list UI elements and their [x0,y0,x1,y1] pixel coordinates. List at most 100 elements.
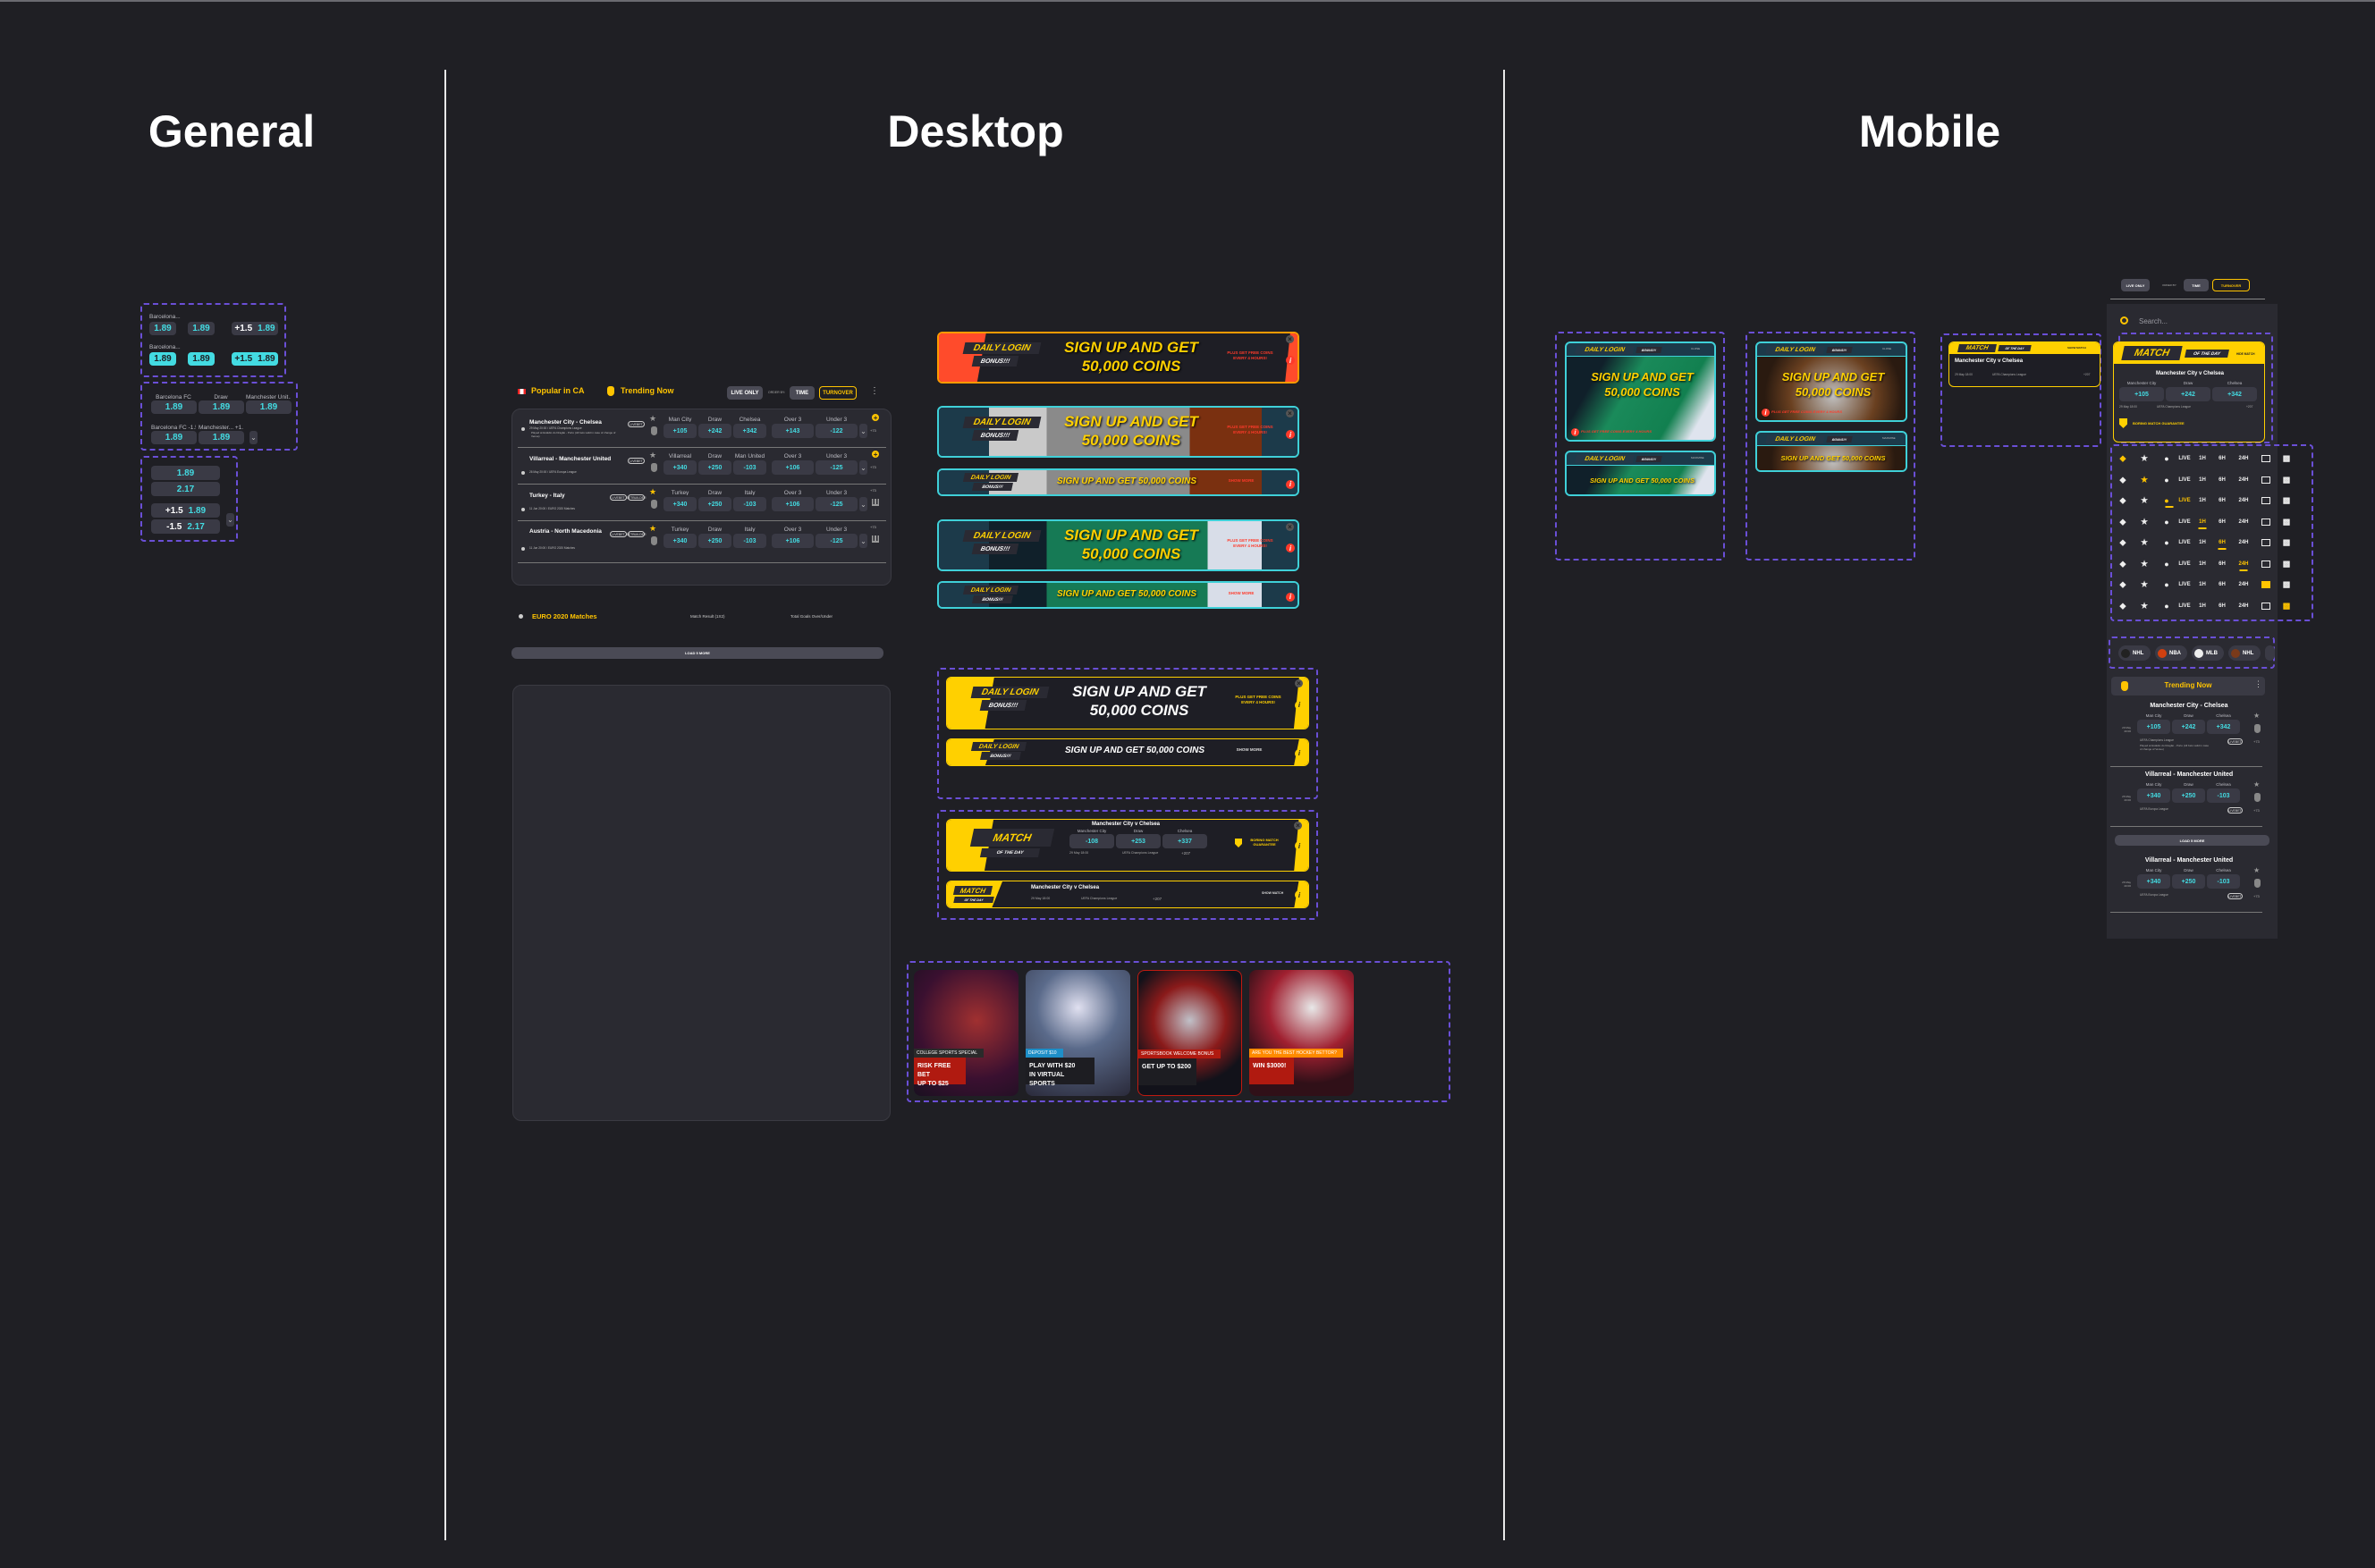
sport-chip[interactable]: NHL [2228,645,2261,661]
chevron-down-icon[interactable]: ⌄ [249,431,258,444]
filter-live[interactable]: LIVE [2178,476,2191,483]
news-icon[interactable] [2261,476,2270,484]
odds-button[interactable]: +340 [663,497,697,511]
badge-livebet[interactable]: LIVEBET [2227,738,2243,745]
filter-24h[interactable]: 24H [2238,518,2249,525]
more-markets[interactable]: +73 [2253,808,2260,813]
odds-button[interactable]: +253 [1116,834,1161,848]
odds-button[interactable]: +250 [698,497,731,511]
chevron-down-icon[interactable]: ⌄ [859,424,867,438]
odds-button[interactable]: -125 [816,534,858,548]
filter-live[interactable]: LIVE [2178,518,2191,525]
chevron-down-icon[interactable]: ⌄ [859,497,867,511]
close-link[interactable]: CLOSE [1691,347,1701,350]
search-input[interactable]: Search... [2139,317,2168,325]
filter-live[interactable]: LIVE [2178,540,2191,545]
odds-button[interactable]: 1.89 [199,400,244,414]
diamond-icon[interactable]: ◆ [2119,579,2126,589]
odds-button[interactable]: +250 [2172,874,2205,889]
chevron-down-icon[interactable]: ⌄ [226,513,234,527]
chart-icon[interactable]: ▩ [2282,601,2291,610]
close-icon[interactable]: × [1294,822,1302,830]
more-markets[interactable]: +73 [870,465,876,469]
soccer-ball-icon[interactable]: ● [2164,454,2169,463]
filter-live[interactable]: LIVE [2178,582,2191,587]
show-more-link[interactable]: SHOW MORE [1228,478,1255,483]
star-icon[interactable]: ★ [2140,495,2149,505]
favorite-star-icon[interactable]: ★ [2253,866,2261,874]
news-icon[interactable] [2261,497,2270,504]
promo-card[interactable]: ARE YOU THE BEST HOCKEY BETTOR?WIN $3000… [1249,970,1354,1096]
filter-1h[interactable]: 1H [2199,518,2206,525]
chart-icon[interactable] [872,535,879,543]
news-icon[interactable] [2261,455,2270,462]
badge-livebet[interactable]: LIVEBET [2227,893,2243,899]
favorite-star-icon[interactable]: ★ [649,524,657,533]
odds-button[interactable]: 2.17 [151,482,220,496]
odds-button[interactable]: +105 [2119,387,2164,401]
match-title[interactable]: Manchester City - Chelsea [2150,703,2228,709]
show-match-link[interactable]: SHOW MATCH [2067,346,2086,350]
odds-button[interactable]: +342 [2212,387,2257,401]
sport-chip[interactable]: NBA [2155,645,2187,661]
odds-button[interactable]: +105 [2137,720,2170,734]
sport-chip[interactable]: MLB [2192,645,2224,661]
info-icon[interactable]: i [1286,479,1295,489]
star-icon[interactable]: ★ [2140,579,2149,589]
news-icon[interactable] [2261,581,2270,588]
more-markets[interactable]: +73 [2253,894,2260,898]
kebab-menu-icon[interactable]: ⋮ [870,386,879,396]
chart-icon[interactable]: ▩ [2282,579,2291,589]
soccer-ball-icon[interactable]: ● [2164,580,2169,589]
close-icon[interactable]: × [1286,409,1294,417]
odds-button[interactable]: -108 [1069,834,1114,848]
filter-1h[interactable]: 1H [2199,498,2206,503]
info-icon[interactable]: i [1762,409,1770,417]
odds-button[interactable]: +340 [663,534,697,548]
odds-button[interactable]: -122 [816,424,858,438]
odds-button[interactable]: +106 [772,497,814,511]
info-icon[interactable]: i [1286,356,1295,365]
chart-icon[interactable]: ▩ [2282,453,2291,463]
star-icon[interactable]: ★ [2140,475,2149,484]
filter-24h[interactable]: 24H [2238,498,2249,503]
match-title[interactable]: Villarreal - Manchester United [2144,771,2234,778]
euro-section-title[interactable]: EURO 2020 Matches [532,612,597,620]
soccer-ball-icon[interactable]: ● [2164,538,2169,547]
kebab-menu-icon[interactable]: ⋮ [2254,679,2262,688]
badge-betbuilder[interactable]: BETBUILDER [626,494,647,501]
filter-24h[interactable]: 24H [2238,582,2249,587]
filter-6h[interactable]: 6H [2219,582,2226,587]
plus-icon[interactable]: + [872,450,879,459]
chart-icon[interactable] [872,499,879,506]
filter-1h[interactable]: 1H [2199,561,2206,567]
soccer-ball-icon[interactable]: ● [2164,517,2169,527]
filter-6h[interactable]: 6H [2219,456,2226,461]
more-markets[interactable]: +73 [870,428,876,433]
filter-live[interactable]: LIVE [2178,561,2191,567]
info-icon[interactable]: i [1295,700,1304,710]
match-title[interactable]: Villarreal - Manchester United [2144,857,2234,864]
badge-betbuilder[interactable]: BETBUILDER [626,531,647,537]
favorite-star-icon[interactable]: ★ [2253,780,2261,788]
close-link[interactable]: MAXIMISE [1691,456,1704,459]
chart-icon[interactable]: ▩ [2282,517,2291,526]
star-icon[interactable]: ★ [2140,559,2149,568]
odds-button[interactable]: 1.89 [151,466,220,480]
more-markets[interactable]: +73 [870,525,876,529]
filter-1h[interactable]: 1H [2199,582,2206,587]
odds-button[interactable]: +143 [772,424,814,438]
odds-button[interactable]: 1.89 [151,431,197,444]
odds-button[interactable]: +242 [2172,720,2205,734]
diamond-icon[interactable]: ◆ [2119,559,2126,568]
badge-livebet[interactable]: LIVEBET [628,458,645,464]
